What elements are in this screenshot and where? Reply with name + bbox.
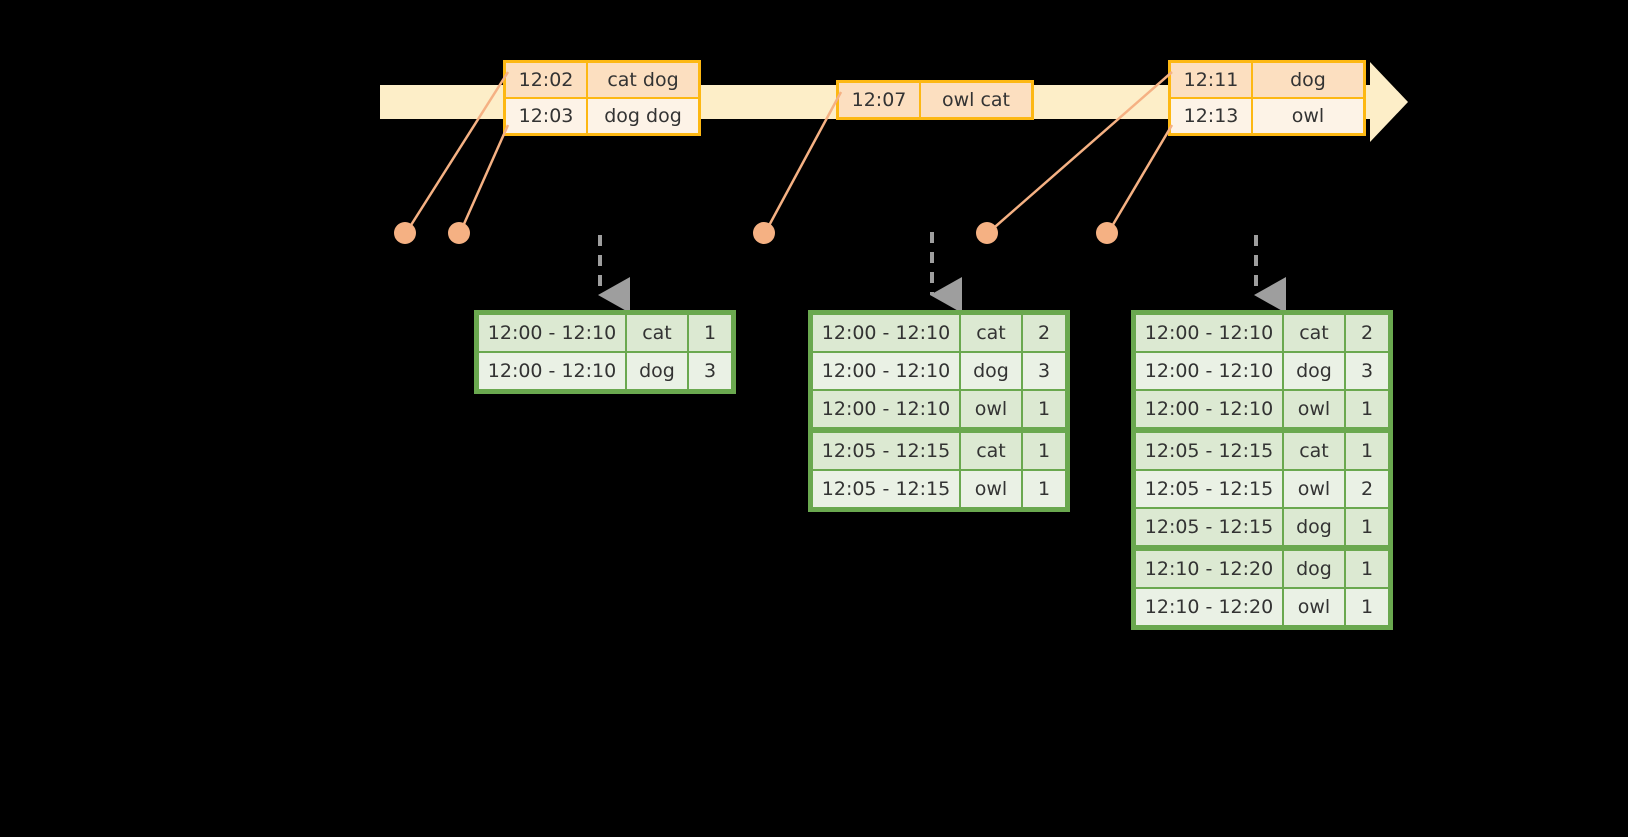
message-body: dog dog — [588, 99, 698, 133]
event-dot — [394, 222, 416, 244]
cell-word: owl — [1283, 470, 1345, 508]
cell-window: 12:10 - 12:20 — [1135, 588, 1283, 626]
cell-count: 1 — [1345, 588, 1389, 626]
message-box-3: 12:11 dog 12:13 owl — [1168, 60, 1366, 136]
trigger-arrows — [598, 232, 1286, 313]
cell-word: dog — [1283, 352, 1345, 390]
cell-word: cat — [960, 432, 1022, 470]
cell-count: 2 — [1345, 314, 1389, 352]
message-body: owl cat — [921, 83, 1031, 117]
cell-count: 1 — [688, 314, 732, 352]
message-box-2: 12:07 owl cat — [836, 80, 1034, 120]
message-time: 12:13 — [1171, 99, 1253, 133]
cell-window: 12:00 - 12:10 — [478, 314, 626, 352]
cell-window: 12:00 - 12:10 — [812, 314, 960, 352]
cell-window: 12:05 - 12:15 — [812, 432, 960, 470]
message-body: dog — [1253, 63, 1363, 97]
message-time: 12:11 — [1171, 63, 1253, 97]
cell-count: 1 — [1022, 390, 1066, 428]
cell-count: 1 — [1345, 432, 1389, 470]
event-dot — [753, 222, 775, 244]
cell-count: 3 — [1022, 352, 1066, 390]
event-dot — [976, 222, 998, 244]
cell-count: 1 — [1345, 550, 1389, 588]
event-dot — [448, 222, 470, 244]
cell-count: 1 — [1345, 508, 1389, 546]
cell-word: dog — [626, 352, 688, 390]
cell-window: 12:00 - 12:10 — [1135, 390, 1283, 428]
message-time: 12:03 — [506, 99, 588, 133]
cell-count: 3 — [688, 352, 732, 390]
message-row: 12:11 dog — [1171, 63, 1363, 97]
message-row: 12:02 cat dog — [506, 63, 698, 97]
message-body: cat dog — [588, 63, 698, 97]
cell-word: owl — [960, 390, 1022, 428]
message-row: 12:03 dog dog — [506, 97, 698, 133]
cell-word: dog — [1283, 508, 1345, 546]
cell-count: 1 — [1345, 390, 1389, 428]
cell-window: 12:00 - 12:10 — [1135, 352, 1283, 390]
message-row: 12:07 owl cat — [839, 83, 1031, 117]
cell-word: cat — [1283, 432, 1345, 470]
message-time: 12:07 — [839, 83, 921, 117]
cell-window: 12:00 - 12:10 — [812, 352, 960, 390]
cell-count: 1 — [1022, 470, 1066, 508]
cell-window: 12:05 - 12:15 — [1135, 508, 1283, 546]
cell-window: 12:05 - 12:15 — [1135, 432, 1283, 470]
cell-window: 12:10 - 12:20 — [1135, 550, 1283, 588]
timeline-arrowhead-icon — [1370, 62, 1408, 142]
cell-window: 12:05 - 12:15 — [812, 470, 960, 508]
cell-count: 2 — [1345, 470, 1389, 508]
cell-word: cat — [960, 314, 1022, 352]
leader-lines — [404, 71, 1174, 234]
cell-word: owl — [1283, 390, 1345, 428]
message-body: owl — [1253, 99, 1363, 133]
cell-window: 12:05 - 12:15 — [1135, 470, 1283, 508]
cell-count: 1 — [1022, 432, 1066, 470]
cell-word: dog — [960, 352, 1022, 390]
cell-word: dog — [1283, 550, 1345, 588]
cell-window: 12:00 - 12:10 — [1135, 314, 1283, 352]
cell-word: cat — [1283, 314, 1345, 352]
message-row: 12:13 owl — [1171, 97, 1363, 133]
message-time: 12:02 — [506, 63, 588, 97]
cell-window: 12:00 - 12:10 — [478, 352, 626, 390]
message-box-1: 12:02 cat dog 12:03 dog dog — [503, 60, 701, 136]
cell-count: 2 — [1022, 314, 1066, 352]
cell-window: 12:00 - 12:10 — [812, 390, 960, 428]
event-dot — [1096, 222, 1118, 244]
cell-word: cat — [626, 314, 688, 352]
cell-word: owl — [1283, 588, 1345, 626]
cell-word: owl — [960, 470, 1022, 508]
cell-count: 3 — [1345, 352, 1389, 390]
